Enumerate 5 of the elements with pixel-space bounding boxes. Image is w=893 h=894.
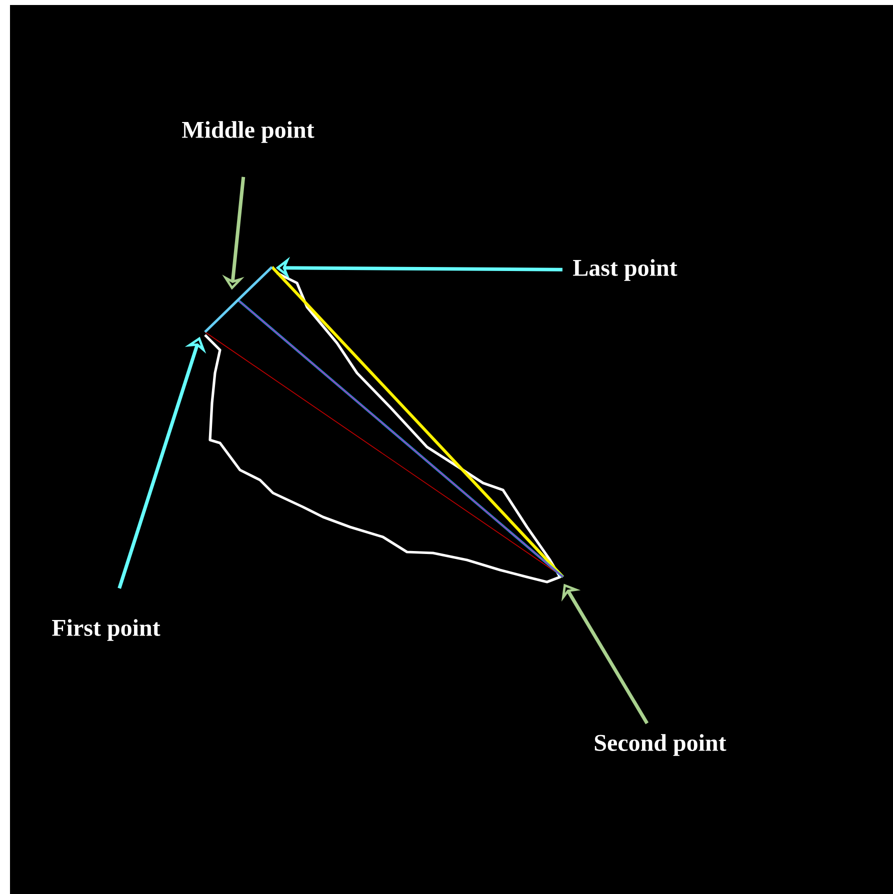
point-label: Middle point	[182, 121, 314, 143]
contour-drawing	[204, 266, 564, 584]
point-label: First point	[52, 619, 160, 641]
point-label: Last point	[573, 259, 678, 281]
point-label: Second point	[594, 734, 726, 756]
